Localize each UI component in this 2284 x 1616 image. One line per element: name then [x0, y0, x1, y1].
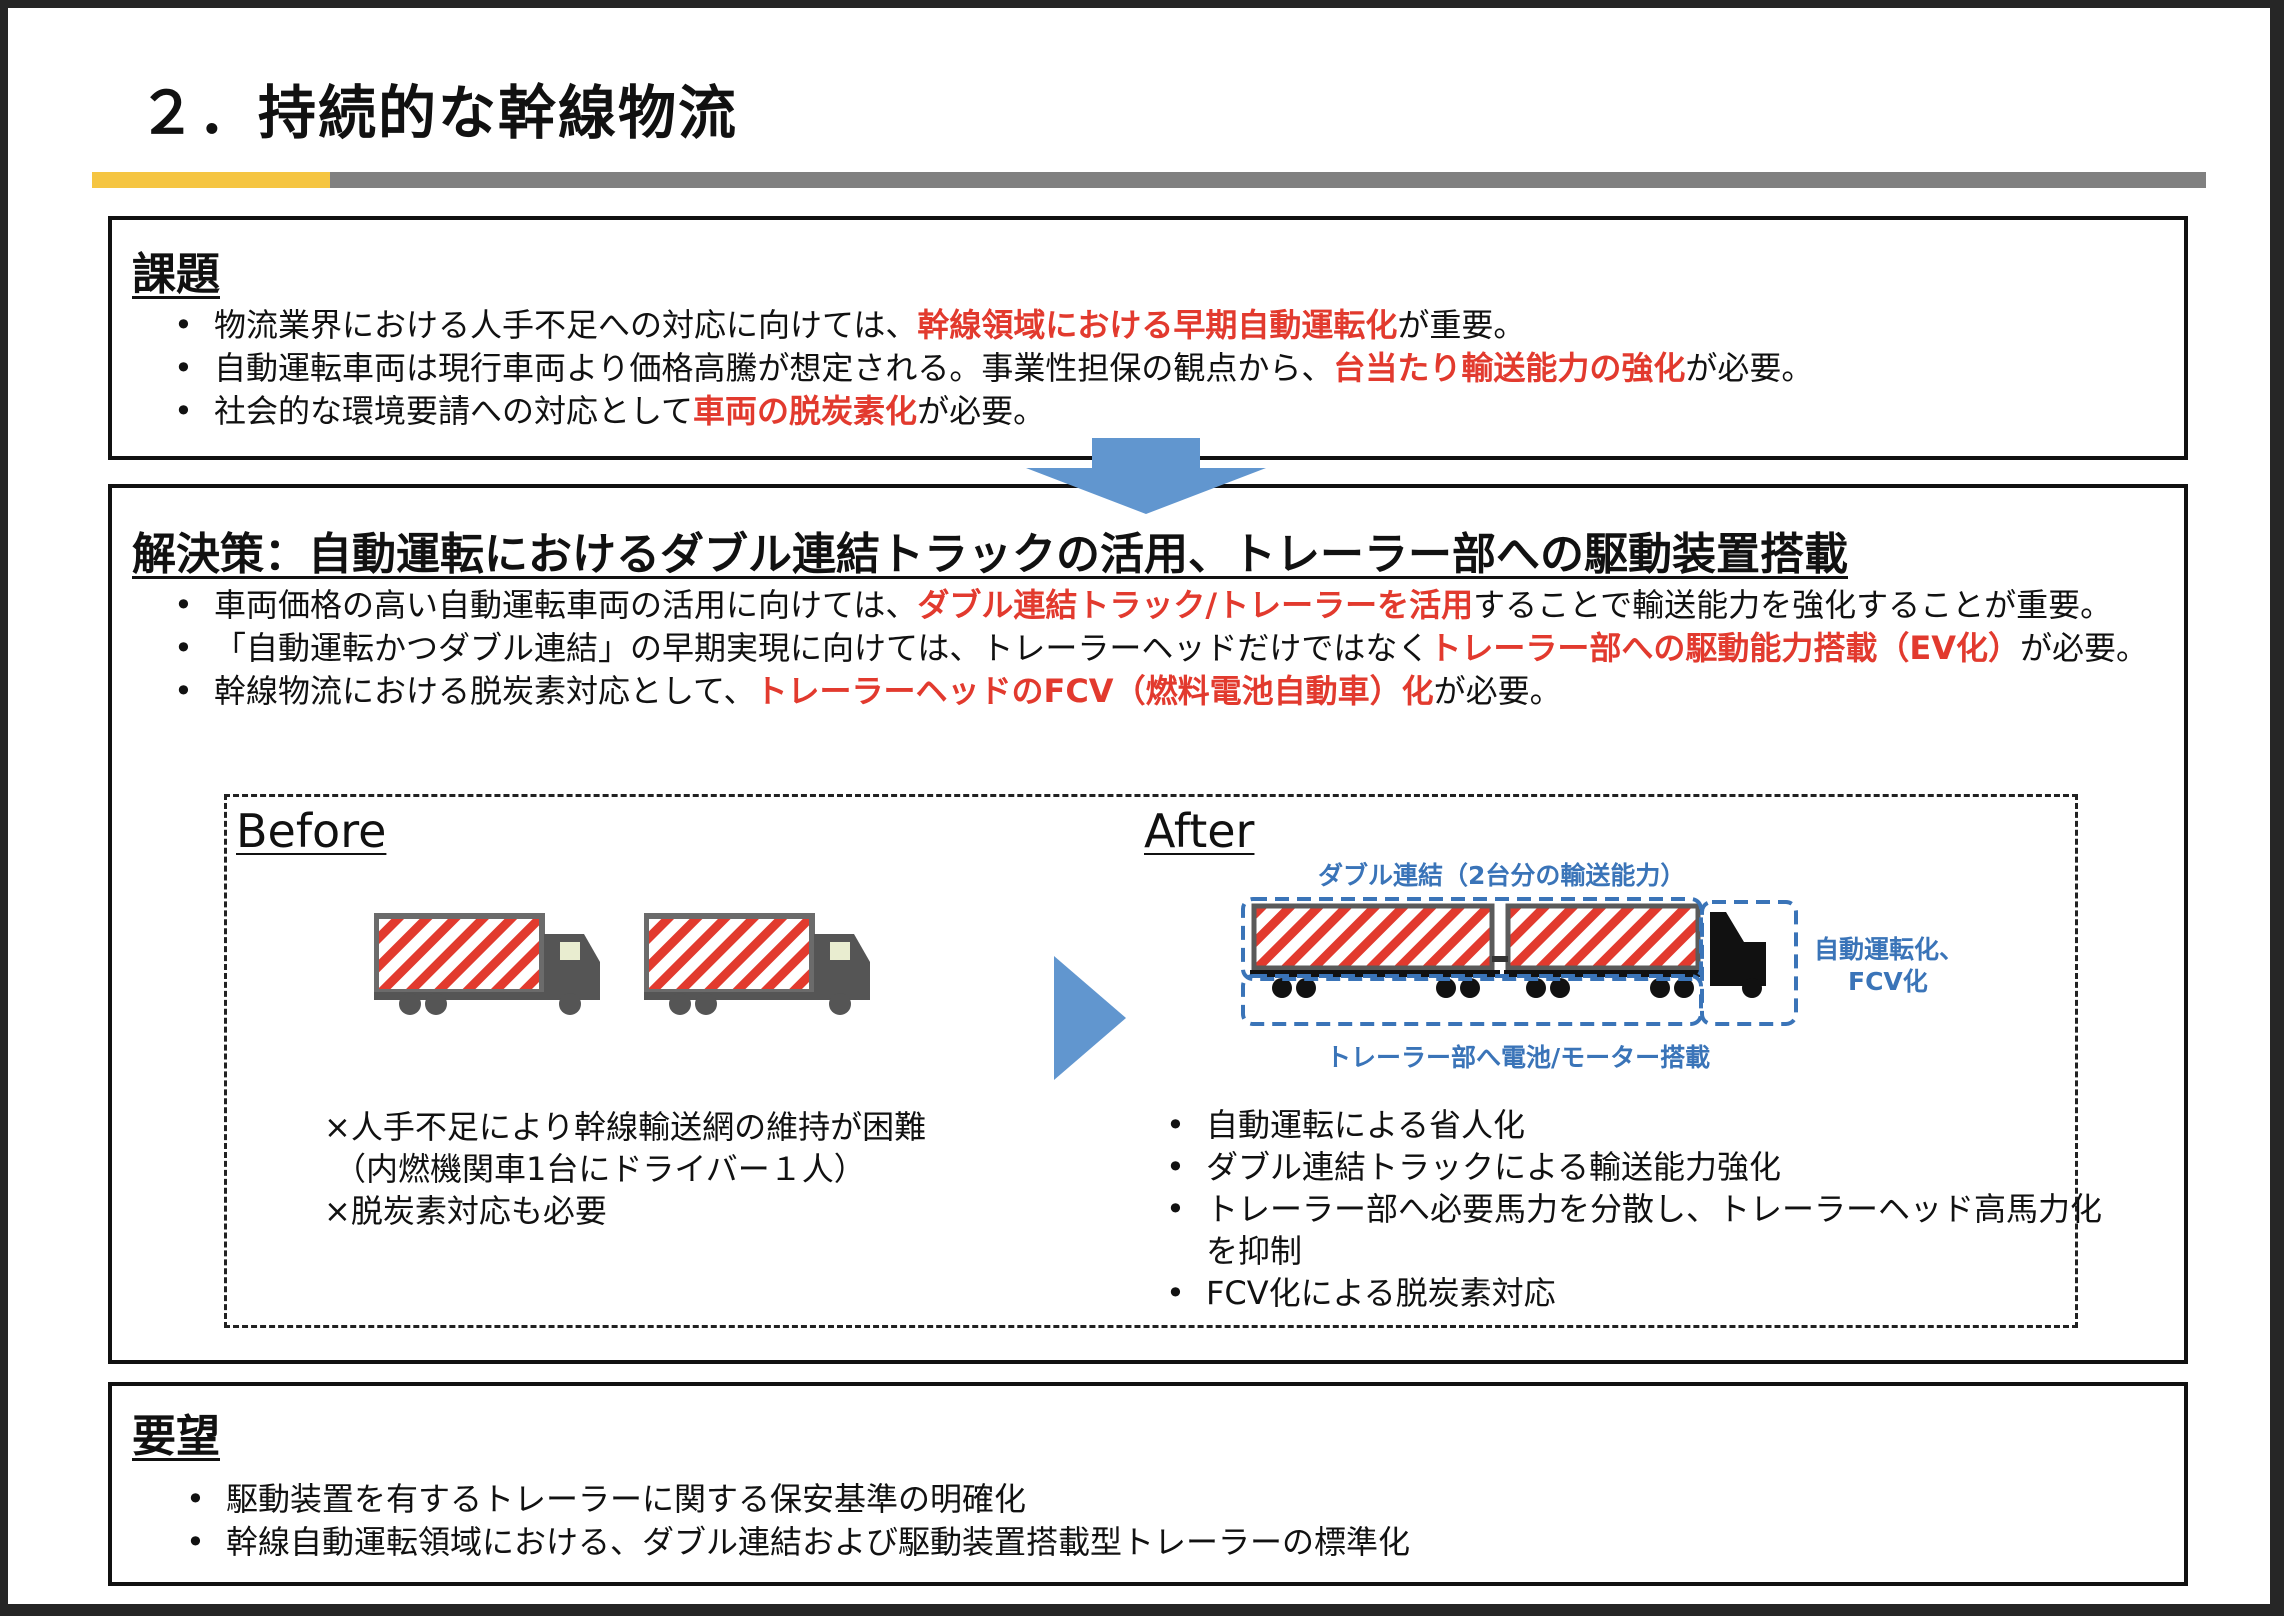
issue-box: 課題 物流業界における人手不足への対応に向けては、幹線領域における早期自動運転化…: [108, 216, 2188, 460]
list-item: 幹線自動運転領域における、ダブル連結および駆動装置搭載型トレーラーの標準化: [186, 1521, 1410, 1564]
list-item-continuation: を抑制: [1206, 1232, 1303, 1270]
before-truck-icon: [644, 913, 870, 1015]
slide: ２．持続的な幹線物流 課題 物流業界における人手不足への対応に向けては、幹線領域…: [8, 8, 2270, 1604]
title-divider-bar: [330, 172, 2206, 188]
issue-heading: 課題: [132, 249, 220, 300]
list-item: 「自動運転かつダブル連結」の早期実現に向けては、トレーラーヘッドだけではなくトレ…: [174, 627, 2148, 670]
list-item: トレーラー部へ必要馬力を分散し、トレーラーヘッド高馬力化: [1166, 1188, 2102, 1230]
after-list: 自動運転による省人化 ダブル連結トラックによる輸送能力強化 トレーラー部へ必要馬…: [1166, 1104, 2102, 1314]
solution-heading: 解決策：自動運転におけるダブル連結トラックの活用、トレーラー部への駆動装置搭載: [132, 529, 1848, 580]
fcv-label: FCV化: [1848, 967, 1928, 996]
issue-list: 物流業界における人手不足への対応に向けては、幹線領域における早期自動運転化が重要…: [174, 304, 1813, 433]
after-label: After: [1144, 804, 1255, 858]
double-link-label: ダブル連結（2台分の輸送能力）: [1318, 861, 1686, 890]
list-item: 自動運転による省人化: [1166, 1104, 2102, 1146]
before-note-1: ×人手不足により幹線輸送網の維持が困難: [324, 1108, 927, 1146]
list-item: 車両価格の高い自動運転車両の活用に向けては、ダブル連結トラック/トレーラーを活用…: [174, 584, 2148, 627]
before-label: Before: [236, 804, 387, 858]
list-item: ダブル連結トラックによる輸送能力強化: [1166, 1146, 2102, 1188]
solution-list: 車両価格の高い自動運転車両の活用に向けては、ダブル連結トラック/トレーラーを活用…: [174, 584, 2148, 713]
request-box: 要望 駆動装置を有するトレーラーに関する保安基準の明確化 幹線自動運転領域におけ…: [108, 1382, 2188, 1586]
before-truck-icon: [374, 913, 600, 1015]
title-accent-bar: [92, 172, 330, 188]
before-note-3: ×脱炭素対応も必要: [324, 1192, 607, 1230]
request-list: 駆動装置を有するトレーラーに関する保安基準の明確化 幹線自動運転領域における、ダ…: [186, 1478, 1410, 1564]
before-note-2: （内燃機関車1台にドライバー１人）: [334, 1150, 866, 1188]
list-item: 幹線物流における脱炭素対応として、トレーラーヘッドのFCV（燃料電池自動車）化が…: [174, 670, 2148, 713]
double-trailer-truck-icon: [1241, 897, 1798, 1026]
right-arrow-icon: [1054, 956, 1126, 1080]
down-arrow-icon: [1026, 438, 1266, 514]
list-item: 自動運転車両は現行車両より価格高騰が想定される。事業性担保の観点から、台当たり輸…: [174, 347, 1813, 390]
trailer-battery-label: トレーラー部へ電池/モーター搭載: [1326, 1043, 1711, 1072]
list-item: 駆動装置を有するトレーラーに関する保安基準の明確化: [186, 1478, 1410, 1521]
auto-driving-label: 自動運転化、: [1814, 935, 1965, 964]
list-item: FCV化による脱炭素対応: [1166, 1272, 2102, 1314]
list-item: 社会的な環境要請への対応として車両の脱炭素化が必要。: [174, 390, 1813, 433]
list-item: 物流業界における人手不足への対応に向けては、幹線領域における早期自動運転化が重要…: [174, 304, 1813, 347]
before-after-panel: [224, 794, 2078, 1328]
request-heading: 要望: [132, 1411, 220, 1462]
page-title: ２．持続的な幹線物流: [138, 79, 739, 147]
